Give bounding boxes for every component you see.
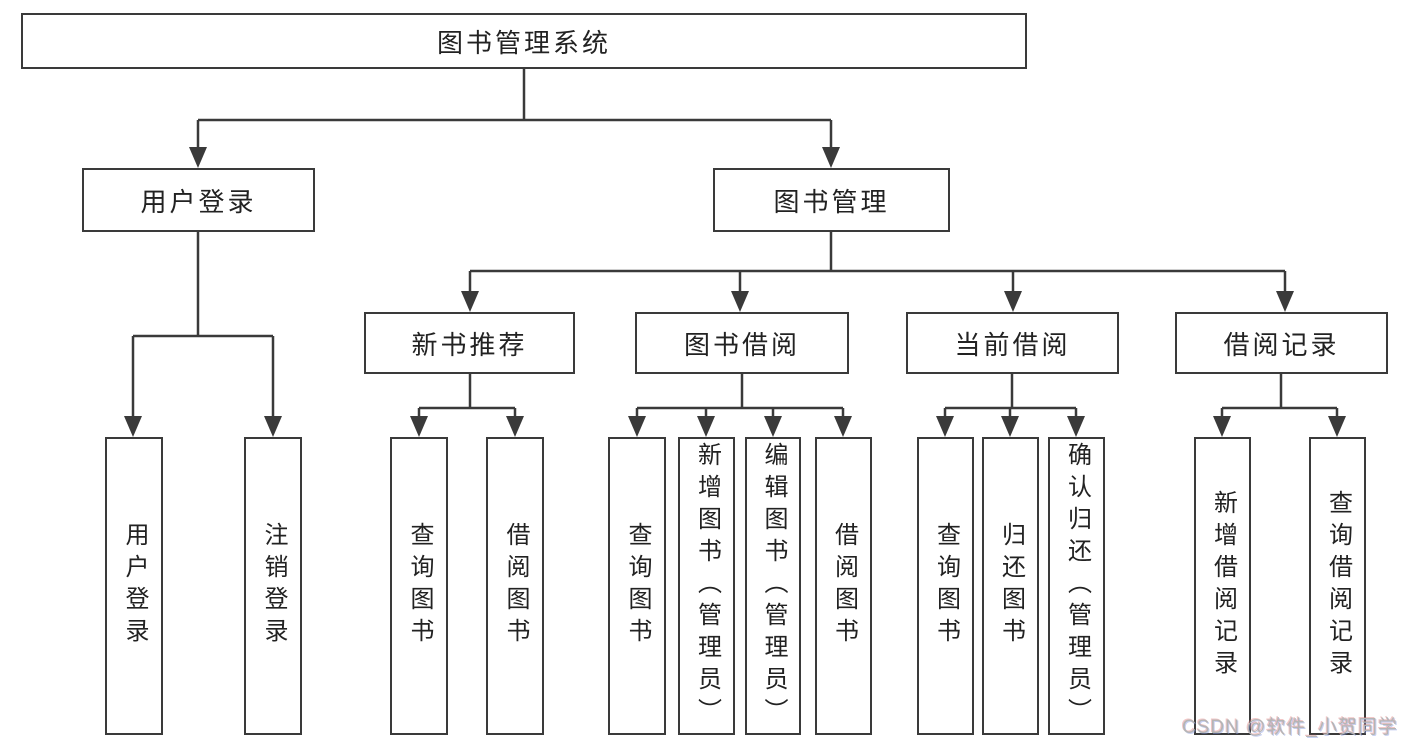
node-current-borrow: 当前借阅 bbox=[906, 312, 1119, 374]
root-node-library-system: 图书管理系统 bbox=[21, 13, 1027, 69]
node-new-book-recommend: 新书推荐 bbox=[364, 312, 575, 374]
node-book-management: 图书管理 bbox=[713, 168, 950, 232]
leaf-confirm-return-admin: 确认归还（管理员） bbox=[1048, 437, 1105, 735]
node-book-borrow: 图书借阅 bbox=[635, 312, 849, 374]
leaf-query-borrow-record: 查询借阅记录 bbox=[1309, 437, 1366, 735]
leaf-borrow-books: 借阅图书 bbox=[815, 437, 872, 735]
leaf-add-book-admin: 新增图书（管理员） bbox=[678, 437, 735, 735]
csdn-watermark: CSDN @软件_小贺同学 bbox=[1182, 717, 1398, 738]
leaf-borrow-books-recommend: 借阅图书 bbox=[486, 437, 544, 735]
leaf-query-books-current: 查询图书 bbox=[917, 437, 974, 735]
leaf-user-login: 用户登录 bbox=[105, 437, 163, 735]
node-borrow-records: 借阅记录 bbox=[1175, 312, 1388, 374]
leaf-logout: 注销登录 bbox=[244, 437, 302, 735]
leaf-return-book: 归还图书 bbox=[982, 437, 1039, 735]
leaf-query-books-borrow: 查询图书 bbox=[608, 437, 666, 735]
leaf-add-borrow-record: 新增借阅记录 bbox=[1194, 437, 1251, 735]
leaf-query-books-recommend: 查询图书 bbox=[390, 437, 448, 735]
node-user-login: 用户登录 bbox=[82, 168, 315, 232]
leaf-edit-book-admin: 编辑图书（管理员） bbox=[745, 437, 801, 735]
